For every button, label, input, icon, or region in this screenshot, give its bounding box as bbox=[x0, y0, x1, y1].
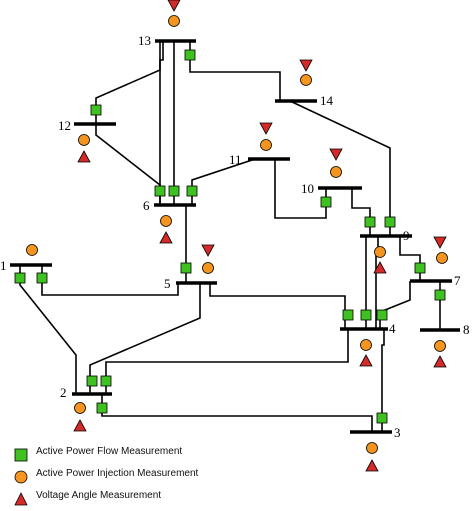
angle-measurement-bottom-4 bbox=[359, 354, 373, 367]
injection-measurement-9 bbox=[374, 246, 386, 258]
line-13 bbox=[189, 41, 281, 101]
legend: Active Power Flow Measurement Active Pow… bbox=[14, 445, 314, 511]
flow-measurement-10 bbox=[100, 375, 112, 387]
line-6 bbox=[381, 329, 385, 432]
flow-measurement-7 bbox=[186, 185, 198, 197]
angle-measurement-bottom-3 bbox=[373, 261, 387, 274]
line-16 bbox=[351, 188, 371, 236]
flow-measurement-17 bbox=[384, 216, 396, 228]
injection-measurement-5 bbox=[260, 139, 272, 151]
flow-measurement-3 bbox=[90, 104, 102, 116]
line-17 bbox=[289, 100, 391, 236]
flow-measurement-12 bbox=[342, 309, 354, 321]
bus-label-3: 3 bbox=[394, 425, 401, 440]
bus-label-8: 8 bbox=[463, 322, 470, 337]
legend-item-injection: Active Power Injection Measurement bbox=[14, 467, 314, 489]
flow-measurement-6 bbox=[168, 185, 180, 197]
injection-measurement-2 bbox=[26, 244, 38, 256]
injection-measurement-1 bbox=[168, 15, 180, 27]
line-2 bbox=[41, 265, 179, 296]
line-5 bbox=[101, 394, 373, 432]
angle-measurement-top-1 bbox=[167, 0, 181, 12]
bus-label-4: 4 bbox=[389, 321, 396, 336]
angle-measurement-top-6 bbox=[201, 244, 215, 257]
line-11 bbox=[95, 124, 161, 205]
orange-circle-icon bbox=[14, 470, 28, 484]
legend-item-angle: Voltage Angle Measurement bbox=[14, 489, 314, 511]
flow-measurement-2 bbox=[36, 272, 48, 284]
bus-label-2: 2 bbox=[60, 385, 67, 400]
angle-measurement-top-5 bbox=[433, 236, 447, 249]
flow-measurement-1 bbox=[14, 272, 26, 284]
injection-measurement-8 bbox=[202, 262, 214, 274]
injection-measurement-3 bbox=[78, 134, 90, 146]
injection-measurement-6 bbox=[330, 166, 342, 178]
flow-measurement-13 bbox=[360, 309, 372, 321]
angle-measurement-bottom-2 bbox=[159, 231, 173, 244]
injection-measurement-10 bbox=[360, 339, 372, 351]
measurement-symbols bbox=[14, 0, 448, 472]
angle-measurement-bottom-5 bbox=[433, 355, 447, 368]
line-12 bbox=[95, 41, 161, 124]
legend-label-injection: Active Power Injection Measurement bbox=[36, 468, 199, 479]
bus-label-7: 7 bbox=[454, 273, 461, 288]
injection-measurement-7 bbox=[160, 215, 172, 227]
line-14 bbox=[191, 158, 256, 205]
ieee-14-bus-diagram: 1 2 3 4 5 6 7 8 9 10 11 12 13 14 bbox=[0, 0, 470, 472]
angle-measurement-bottom-6 bbox=[73, 419, 87, 432]
bus-labels: 1 2 3 4 5 6 7 8 9 10 11 12 13 14 bbox=[0, 33, 470, 440]
injection-measurement-11 bbox=[436, 252, 448, 264]
injection-measurement-14 bbox=[366, 442, 378, 454]
line-4 bbox=[105, 329, 349, 394]
buses bbox=[10, 39, 460, 434]
angle-measurement-top-4 bbox=[329, 148, 343, 161]
angle-measurement-top-3 bbox=[259, 122, 273, 135]
angle-measurement-top-2 bbox=[299, 59, 313, 72]
line-7 bbox=[209, 283, 346, 329]
red-triangle-icon bbox=[14, 492, 28, 506]
bus-label-10: 10 bbox=[301, 181, 314, 196]
flow-measurement-5 bbox=[154, 185, 166, 197]
flow-measurement-20 bbox=[376, 412, 388, 424]
bus-label-9: 9 bbox=[403, 228, 410, 243]
flow-measurement-9 bbox=[86, 375, 98, 387]
flow-measurement-4 bbox=[184, 49, 196, 61]
legend-item-flow: Active Power Flow Measurement bbox=[14, 445, 314, 467]
bus-label-5: 5 bbox=[164, 276, 171, 291]
bus-label-6: 6 bbox=[143, 198, 150, 213]
injection-measurement-12 bbox=[434, 340, 446, 352]
angle-measurement-bottom-7 bbox=[365, 459, 379, 472]
angle-measurement-bottom-1 bbox=[77, 150, 91, 163]
flow-measurement-15 bbox=[320, 196, 332, 208]
flow-measurement-19 bbox=[434, 289, 446, 301]
line-9 bbox=[159, 41, 164, 205]
flow-measurement-8 bbox=[180, 262, 192, 274]
legend-label-angle: Voltage Angle Measurement bbox=[36, 490, 162, 501]
bus-label-14: 14 bbox=[320, 93, 334, 108]
injection-measurement-13 bbox=[74, 402, 86, 414]
legend-label-flow: Active Power Flow Measurement bbox=[36, 446, 183, 457]
flow-measurement-14 bbox=[376, 309, 388, 321]
injection-measurement-4 bbox=[300, 74, 312, 86]
flow-measurement-18 bbox=[414, 262, 426, 274]
bus-label-12: 12 bbox=[58, 118, 71, 133]
bus-label-1: 1 bbox=[0, 258, 7, 273]
line-1 bbox=[19, 265, 77, 394]
line-21 bbox=[379, 281, 411, 329]
flow-measurement-16 bbox=[364, 216, 376, 228]
flow-measurement-11 bbox=[96, 402, 108, 414]
green-square-icon bbox=[14, 448, 28, 462]
bus-label-13: 13 bbox=[138, 33, 151, 48]
bus-label-11: 11 bbox=[229, 152, 242, 167]
